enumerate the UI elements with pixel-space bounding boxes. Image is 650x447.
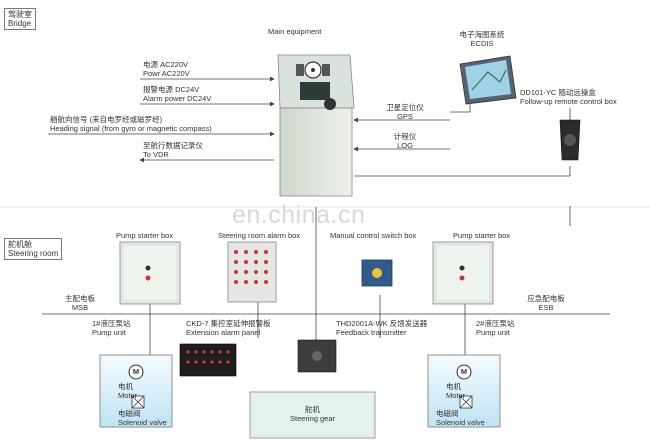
alarm-box-graphic xyxy=(227,241,277,303)
pump-unit-tank-right xyxy=(427,354,501,428)
pump-starter-box-right-graphic xyxy=(432,241,494,305)
steering-wiring xyxy=(42,206,610,355)
signal-heading-label: 艏航向信号 (来自电罗经或磁罗经)Heading signal (from gy… xyxy=(50,115,212,133)
bridge-label-cn: 驾驶室 xyxy=(8,10,32,19)
pump-starter-left-label: Pump starter box xyxy=(116,231,174,240)
steering-alarm-box-label: Steering room alarm box xyxy=(218,231,301,240)
pump-unit-tank-left xyxy=(99,354,173,428)
bridge-label-en: Bridge xyxy=(8,19,32,28)
manual-switch-box-label: Manual control switch box xyxy=(330,231,417,240)
main-equipment-label: Main equipment xyxy=(268,27,322,36)
manual-switch-box-graphic xyxy=(361,259,393,287)
extension-alarm-panel-graphic xyxy=(179,343,237,377)
steering-room-tag: 舵机舱 Steering room xyxy=(4,238,63,260)
steering-room-label-en: Steering room xyxy=(8,249,59,258)
steering-gear-box xyxy=(249,391,376,439)
bridge-tag: 驾驶室 Bridge xyxy=(4,8,36,30)
pump-starter-box-left-graphic xyxy=(119,241,181,305)
ecdis-display xyxy=(459,55,517,105)
steering-room-label-cn: 舵机舱 xyxy=(8,240,32,249)
feedback-transmitter-graphic xyxy=(297,339,337,373)
motor-symbol-left: M xyxy=(132,367,140,376)
pump-starter-right-label: Pump starter box xyxy=(453,231,511,240)
watermark: en.china.cn xyxy=(232,201,366,229)
followup-control-box xyxy=(559,108,581,161)
main-equipment-console xyxy=(277,54,355,197)
bridge-signal-lines xyxy=(48,76,571,177)
motor-symbol-right: M xyxy=(460,367,468,376)
